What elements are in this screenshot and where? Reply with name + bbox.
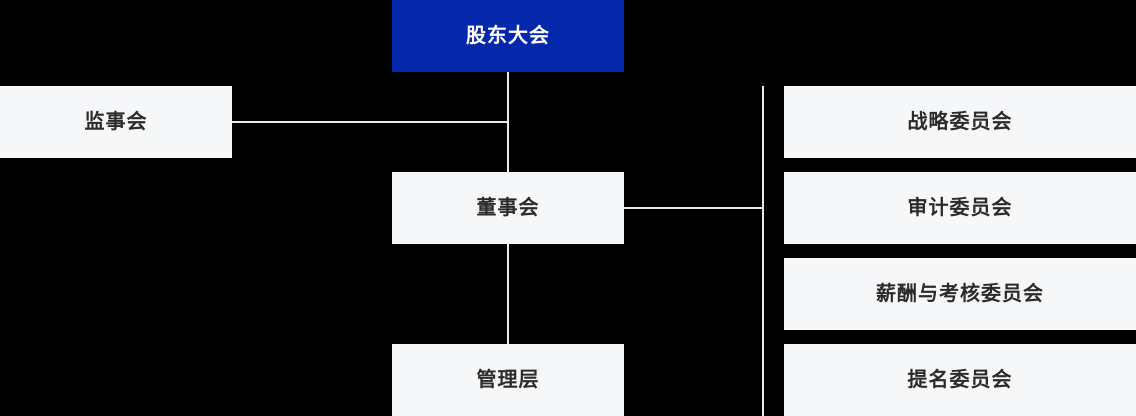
node-label: 管理层 xyxy=(476,369,540,391)
node-label: 薪酬与考核委员会 xyxy=(876,283,1044,305)
connector-committee-bus xyxy=(762,86,764,416)
connector-shareholders-to-board xyxy=(507,72,509,172)
node-audit-committee[interactable]: 审计委员会 xyxy=(784,172,1136,244)
node-shareholders-meeting[interactable]: 股东大会 xyxy=(392,0,624,72)
node-strategy-committee[interactable]: 战略委员会 xyxy=(784,86,1136,158)
node-label: 董事会 xyxy=(476,197,540,219)
node-label: 提名委员会 xyxy=(907,369,1013,391)
node-label: 审计委员会 xyxy=(907,197,1013,219)
node-label: 股东大会 xyxy=(466,25,550,47)
connector-board-to-committee-bus xyxy=(624,207,764,209)
node-board-of-directors[interactable]: 董事会 xyxy=(392,172,624,244)
node-management[interactable]: 管理层 xyxy=(392,344,624,416)
connector-shareholders-to-supervisors xyxy=(232,121,508,123)
node-remuneration-appraisal-committee[interactable]: 薪酬与考核委员会 xyxy=(784,258,1136,330)
node-nomination-committee[interactable]: 提名委员会 xyxy=(784,344,1136,416)
connector-board-to-management xyxy=(507,244,509,344)
node-board-of-supervisors[interactable]: 监事会 xyxy=(0,86,232,158)
node-label: 监事会 xyxy=(84,111,148,133)
node-label: 战略委员会 xyxy=(907,111,1013,133)
